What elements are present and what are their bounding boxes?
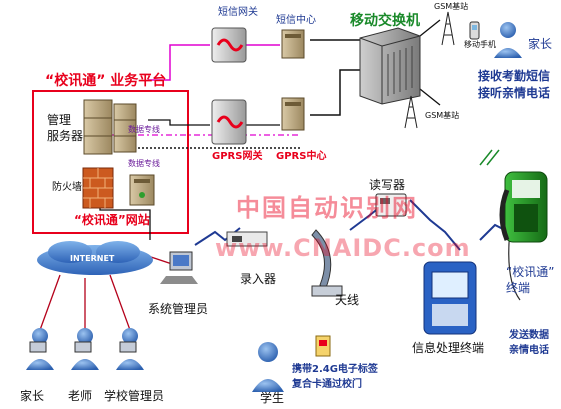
gprs-center-label: GPRS中心: [276, 151, 327, 162]
school-admin-icon: [116, 328, 144, 370]
internet-to-parent: [39, 274, 61, 331]
parent-bottom-label: 家长: [20, 389, 45, 403]
data-line-label-2: 数据专线: [128, 159, 160, 168]
gprs-link-line: [148, 119, 210, 126]
center-to-switch-bottom: [310, 69, 360, 116]
mgmt-server-label: 管理 服务器: [47, 113, 84, 143]
firewall-icon: [82, 167, 114, 209]
teacher-label: 老师: [68, 389, 93, 403]
terminal-label: “校讯通” 终端: [506, 265, 555, 295]
firewall-label: 防火墙: [52, 182, 82, 193]
school-admin-label: 学校管理员: [104, 389, 165, 403]
parent-top-label: 家长: [528, 37, 553, 51]
reader-device-icon: [375, 193, 407, 217]
internet-cloud-icon: [37, 241, 153, 275]
watermark-url: www.CNAIDC.com: [215, 234, 471, 262]
sms-link-line: [148, 44, 210, 81]
sms-gateway-icon: [211, 27, 247, 63]
wireless-signal-icon: [479, 149, 500, 166]
sms-center-label: 短信中心: [276, 15, 316, 26]
parent-top-avatar: [494, 22, 522, 58]
info-terminal-icon: [423, 261, 477, 335]
antenna-icon: [311, 229, 343, 297]
student-icon: [252, 342, 284, 392]
website-server-icon: [129, 174, 155, 206]
parent-desc-2: 接听亲情电话: [478, 86, 551, 100]
student-label: 学生: [260, 391, 285, 405]
internet-to-schooladmin: [109, 274, 131, 331]
reader-label: 读写器: [369, 178, 406, 192]
recorder-device-icon: [226, 231, 268, 247]
reader-to-terminal-bolt: [409, 199, 461, 251]
sms-center-server-icon: [281, 29, 305, 59]
data-line-label-1: 数据专线: [128, 125, 160, 134]
mobile-phone-icon: [469, 21, 480, 40]
gsm-tower-bottom-icon: [404, 95, 418, 129]
mobile-switch-icon: [359, 27, 421, 105]
management-server-rack: [83, 99, 137, 155]
watermark-cn: 中国自动识别网: [236, 194, 418, 222]
info-terminal-label: 信息处理终端: [412, 341, 485, 355]
mobile-switch-label: 移动交换机: [350, 13, 420, 29]
teacher-icon: [71, 328, 99, 370]
gsm-top-label: GSM基站: [434, 2, 469, 11]
sms-gateway-label: 短信网关: [218, 7, 258, 18]
gprs-center-server-icon: [281, 97, 305, 131]
platform-frame: [32, 90, 189, 234]
website-label: “校讯通”网站: [74, 213, 150, 227]
terminal-desc-1: 发送数据: [509, 330, 549, 341]
tag-desc-1: 携带2.4G电子标签: [292, 364, 378, 375]
xiaoxuntong-terminal-icon: [499, 171, 548, 243]
terminal-desc-2: 亲情电话: [509, 345, 549, 356]
parent-bottom-icon: [26, 328, 54, 370]
mobile-phone-label: 移动手机: [464, 40, 496, 49]
antenna-label: 天线: [335, 293, 360, 307]
recorder-label: 录入器: [240, 272, 277, 286]
rfid-tag-icon: [315, 335, 331, 357]
gsm-tower-top-icon: [441, 11, 455, 46]
gprs-gateway-label: GPRS网关: [212, 151, 263, 162]
sysadmin-label: 系统管理员: [148, 302, 209, 316]
parent-desc-1: 接收考勤短信: [478, 69, 551, 83]
tag-desc-2: 复合卡通过校门: [292, 379, 362, 390]
internet-label: INTERNET: [70, 254, 115, 263]
gsm-bottom-label: GSM基站: [425, 111, 460, 120]
sysadmin-computer-icon: [160, 251, 198, 284]
platform-title: “校讯通” 业务平台: [45, 73, 167, 89]
gprs-gateway-icon: [211, 99, 247, 145]
